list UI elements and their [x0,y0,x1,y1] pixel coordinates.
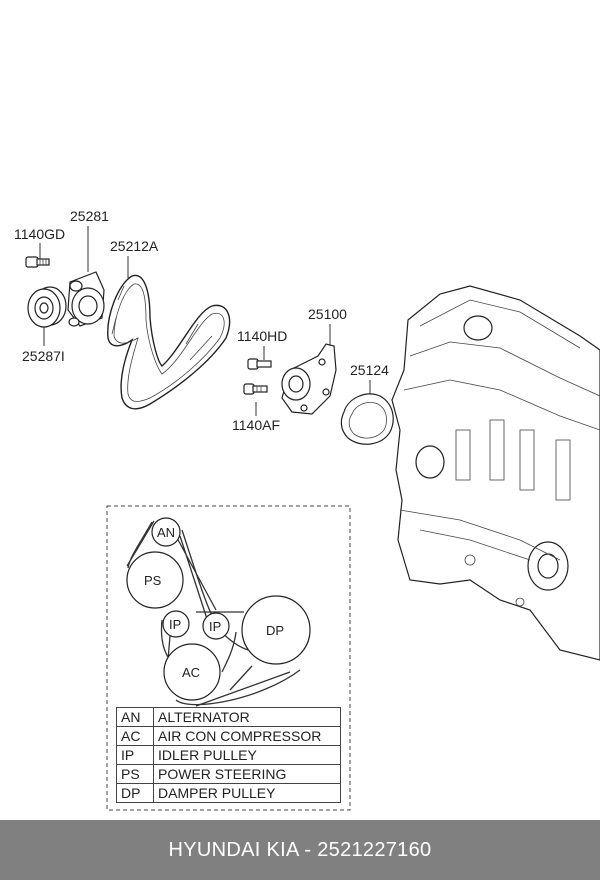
legend-code: PS [116,764,154,784]
callout-1140gd: 1140GD [14,226,65,242]
pulley-ip-right [202,612,230,640]
belt-routing-frame [106,505,351,811]
legend-name: DAMPER PULLEY [153,783,341,803]
pulley-ac [163,643,221,701]
legend-name: ALTERNATOR [153,707,341,727]
bolt-1140hd [247,358,272,370]
callout-25287i: 25287I [22,348,65,364]
legend-row: PS POWER STEERING [116,764,341,784]
pulley-ps [126,551,184,609]
water-pump-25100 [281,343,337,415]
footer-banner: HYUNDAI KIA - 2521227160 [0,820,600,880]
legend-row: AN ALTERNATOR [116,707,341,727]
belt-routing-diagram: AN PS IP IP DP AC [126,517,311,707]
footer-part-number: HYUNDAI KIA - 2521227160 [168,838,432,861]
pulley-dp [241,595,311,665]
callout-25212a: 25212A [110,238,159,254]
label-ac: AC [182,665,200,680]
drive-belt-25212a [107,274,231,410]
legend-code: DP [116,783,154,803]
leader-lines [39,226,371,416]
legend-code: IP [116,745,154,765]
label-ip-right: IP [209,619,221,634]
legend-name: IDLER PULLEY [153,745,341,765]
pulley-legend-table: AN ALTERNATOR AC AIR CON COMPRESSOR IP I… [116,707,341,803]
legend-name: AIR CON COMPRESSOR [153,726,341,746]
legend-row: AC AIR CON COMPRESSOR [116,726,341,746]
gasket-25124 [340,393,394,445]
bolt-1140af [243,383,268,395]
engine-block [391,285,600,661]
label-ip-left: IP [169,617,181,632]
legend-name: POWER STEERING [153,764,341,784]
pulley-an [151,517,181,547]
legend-code: AN [116,707,154,727]
legend-code: AC [116,726,154,746]
legend-row: IP IDLER PULLEY [116,745,341,765]
callout-1140af: 1140AF [232,417,280,433]
callout-1140hd: 1140HD [237,328,287,344]
idler-pulley-25287i [27,286,67,328]
tensioner-25281 [67,271,105,327]
label-ps: PS [144,573,162,588]
parts-diagram: 1140GD 25281 25212A 25287I 1140HD 25100 … [14,208,600,811]
label-dp: DP [266,623,284,638]
callout-25100: 25100 [308,306,347,322]
callout-25124: 25124 [350,362,389,378]
legend-row: DP DAMPER PULLEY [116,783,341,803]
label-an: AN [157,525,175,540]
callout-25281: 25281 [70,208,109,224]
pulley-ip-left [162,610,190,638]
bolt-1140gd [25,256,50,268]
